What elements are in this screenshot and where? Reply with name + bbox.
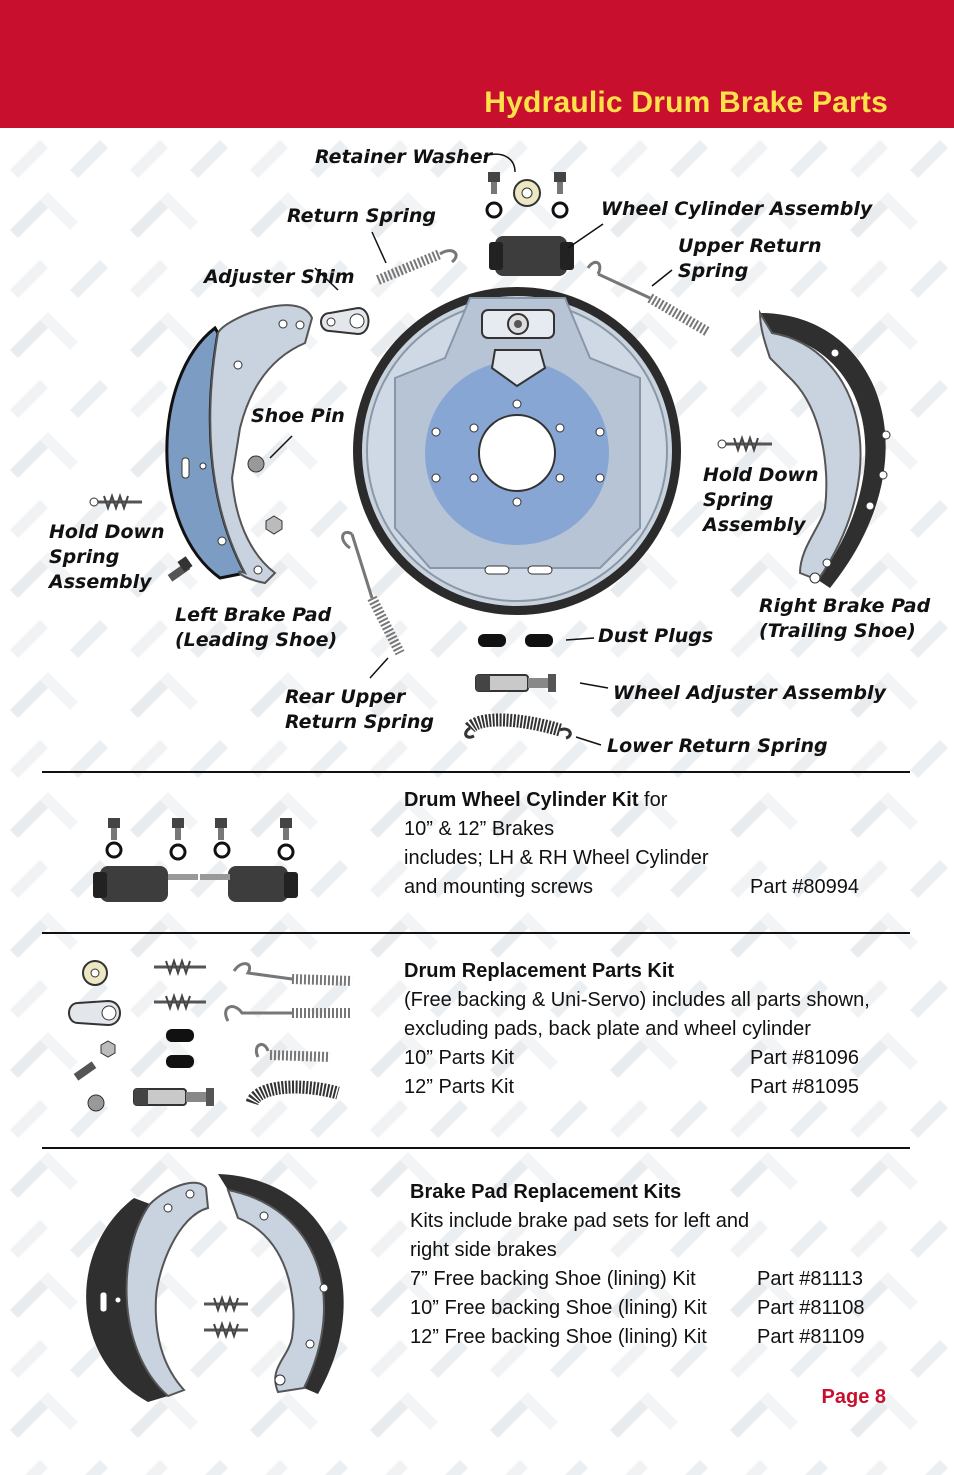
adjuster-shim <box>320 306 370 336</box>
cylinder-kit-description: Drum Wheel Cylinder Kit for 10” & 12” Br… <box>404 786 874 902</box>
page-title: Hydraulic Drum Brake Parts <box>484 86 888 119</box>
label-upper-return-spring: Upper Return Spring <box>678 235 822 282</box>
return-spring <box>376 249 458 285</box>
wheel-cylinder-assembly <box>489 236 574 276</box>
page-number: Page 8 <box>821 1386 886 1408</box>
part-number: Part #81113 <box>757 1268 864 1290</box>
part-number: Part #81096 <box>750 1047 859 1069</box>
pads-kit-illustration <box>86 1174 344 1402</box>
label-shoe-pin: Shoe Pin <box>251 405 345 427</box>
label-lower-return-spring: Lower Return Spring <box>607 735 828 757</box>
retainer-washer-and-bolts <box>485 172 569 219</box>
label-left-brake-pad: Left Brake Pad (Leading Shoe) <box>175 604 338 651</box>
backing-plate <box>353 287 681 615</box>
shoe-bolt <box>167 556 193 582</box>
part-number: Part #81095 <box>750 1076 859 1098</box>
label-hold-down-right: Hold Down Spring Assembly <box>703 464 819 536</box>
wheel-adjuster-assembly <box>475 674 556 692</box>
cylinder-kit-illustration <box>93 818 298 902</box>
left-brake-shoe <box>165 304 314 585</box>
hold-down-springs <box>154 957 206 1012</box>
pads-kit-description: Brake Pad Replacement Kits Kits include … <box>410 1178 880 1352</box>
page-header: Hydraulic Drum Brake Parts <box>0 0 954 128</box>
upper-return-spring <box>586 260 711 337</box>
right-brake-shoe <box>758 309 891 588</box>
label-wheel-cylinder-assembly: Wheel Cylinder Assembly <box>601 198 873 220</box>
label-dust-plugs: Dust Plugs <box>598 625 714 647</box>
divider <box>42 932 910 934</box>
label-retainer-washer: Retainer Washer <box>315 146 492 168</box>
leader-arrows <box>269 153 673 746</box>
label-wheel-adjuster-assembly: Wheel Adjuster Assembly <box>613 682 886 704</box>
part-number: Part #81108 <box>757 1297 865 1319</box>
brake-exploded-diagram <box>89 153 891 746</box>
divider <box>42 1147 910 1149</box>
replacement-kit-illustration <box>68 957 353 1112</box>
replacement-kit-description: Drum Replacement Parts Kit (Free backing… <box>404 957 874 1102</box>
hold-down-spring-left <box>89 492 142 512</box>
label-hold-down-left: Hold Down Spring Assembly <box>49 521 165 593</box>
label-rear-upper-return-spring: Rear Upper Return Spring <box>285 686 434 733</box>
divider <box>42 771 910 773</box>
hold-down-spring-right <box>717 434 772 454</box>
label-adjuster-shim: Adjuster Shim <box>204 266 355 288</box>
rear-upper-return-spring <box>341 531 405 656</box>
label-right-brake-pad: Right Brake Pad (Trailing Shoe) <box>759 595 931 642</box>
part-number: Part #81109 <box>757 1326 865 1348</box>
label-return-spring: Return Spring <box>287 205 436 227</box>
part-number: Part #80994 <box>750 876 859 898</box>
dust-plugs <box>478 634 553 647</box>
lower-return-spring <box>464 713 572 740</box>
